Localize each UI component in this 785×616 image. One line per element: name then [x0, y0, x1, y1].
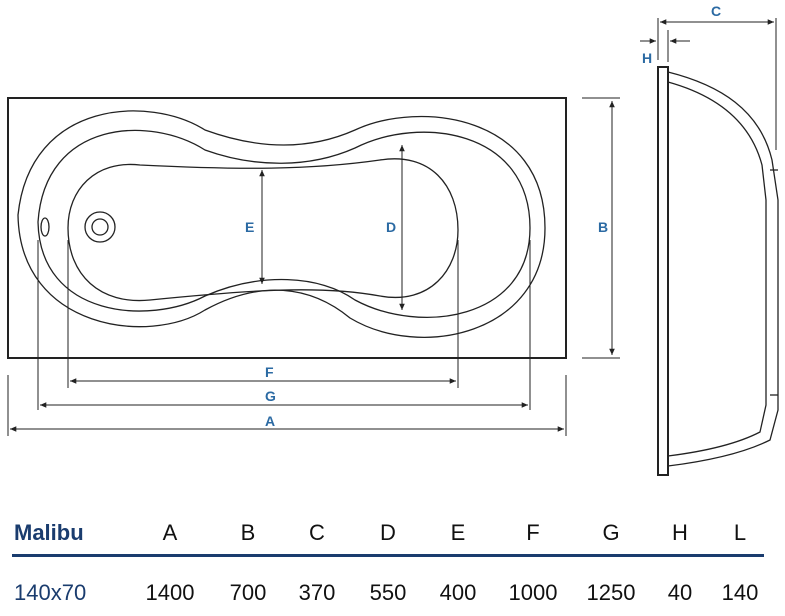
side-view	[657, 66, 779, 476]
header-b: B	[240, 520, 256, 545]
side-dimensions	[640, 18, 777, 150]
value-b: 700	[229, 580, 267, 605]
header-f: F	[526, 520, 540, 545]
header-l: L	[733, 520, 747, 545]
label-f: F	[265, 364, 274, 380]
header-h: H	[672, 520, 688, 545]
dimension-labels: A G F E D B C H	[245, 3, 721, 429]
side-body-inner	[667, 81, 767, 457]
drain-inner	[91, 218, 109, 236]
header-c: C	[309, 520, 325, 545]
tub-middle-contour	[37, 129, 531, 318]
label-c: C	[711, 3, 721, 19]
header-e: E	[450, 520, 466, 545]
dimension-lines	[7, 97, 620, 436]
label-h: H	[642, 50, 652, 66]
top-view	[7, 97, 567, 359]
value-f: 1000	[508, 580, 558, 605]
drain-outer	[84, 211, 116, 243]
label-b: B	[598, 219, 608, 235]
label-d: D	[386, 219, 396, 235]
value-a: 1400	[145, 580, 195, 605]
value-l: 140	[721, 580, 759, 605]
label-e: E	[245, 219, 254, 235]
side-body-outer	[667, 71, 779, 467]
overflow-slot	[40, 217, 50, 237]
dimensions-table: Malibu A B C D E F G H L 140x70 1400 700…	[0, 510, 785, 616]
side-rim	[657, 66, 669, 476]
tub-outer-rim	[7, 97, 567, 359]
model-name-header: Malibu	[14, 520, 84, 545]
value-e: 400	[439, 580, 477, 605]
tub-inner-basin	[67, 158, 459, 302]
header-d: D	[380, 520, 396, 545]
tub-outer-contour	[17, 110, 546, 338]
header-g: G	[602, 520, 620, 545]
value-g: 1250	[586, 580, 636, 605]
label-a: A	[265, 413, 275, 429]
value-c: 370	[298, 580, 336, 605]
bathtub-technical-drawing: A G F E D B C H	[7, 3, 779, 476]
table-divider	[12, 554, 764, 557]
value-d: 550	[369, 580, 407, 605]
header-a: A	[162, 520, 178, 545]
model-size-value: 140x70	[14, 580, 87, 605]
label-g: G	[265, 388, 276, 404]
value-h: 40	[667, 580, 693, 605]
